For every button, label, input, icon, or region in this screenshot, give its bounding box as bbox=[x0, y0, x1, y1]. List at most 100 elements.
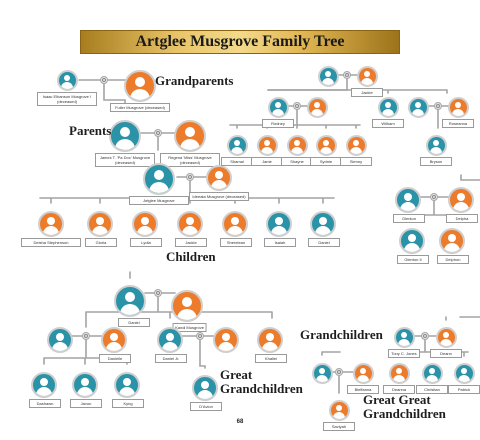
person-r-hus bbox=[404, 97, 432, 118]
person-delphon: Delphon bbox=[435, 228, 469, 264]
person-isaiah: Isaiah bbox=[262, 211, 296, 247]
male-person-icon bbox=[407, 97, 429, 118]
male-person-icon bbox=[226, 135, 248, 156]
person-name-label: Christian bbox=[416, 385, 448, 394]
male-person-icon bbox=[31, 372, 57, 398]
marriage-ring-icon bbox=[196, 332, 204, 340]
person-name-label: Kyng bbox=[112, 399, 144, 408]
person-r-jackie: Jackie bbox=[351, 66, 383, 97]
person-rodney: Rodney bbox=[262, 97, 294, 128]
person-name-label: Regena 'Miss' Musgrove (deceased) bbox=[160, 153, 220, 167]
male-person-icon bbox=[395, 187, 421, 213]
person-gg-m: Tony C. Jones bbox=[388, 327, 420, 358]
male-person-icon bbox=[114, 285, 146, 317]
person-christian: Christian bbox=[416, 363, 448, 394]
person-javon: Javon bbox=[68, 372, 102, 408]
person-patrick: Patrick bbox=[448, 363, 480, 394]
female-person-icon bbox=[222, 211, 248, 237]
person-name-label: Rodney bbox=[262, 119, 294, 128]
person-danieljr: Daniel Jr. bbox=[153, 327, 187, 363]
male-person-icon bbox=[399, 228, 425, 254]
person-khaliel: Khaliel bbox=[253, 327, 287, 363]
marriage-ring-icon bbox=[154, 129, 162, 137]
person-dashawn: Dashawn bbox=[27, 372, 61, 408]
female-person-icon bbox=[315, 135, 337, 156]
male-person-icon bbox=[192, 375, 218, 401]
person-glentonii: Glenton II bbox=[395, 228, 429, 264]
person-gg-m2 bbox=[308, 363, 336, 384]
female-person-icon bbox=[388, 363, 410, 384]
female-person-icon bbox=[345, 135, 367, 156]
female-person-icon bbox=[448, 187, 474, 213]
heading-great-line1: Great bbox=[220, 367, 253, 382]
person-name-label: Glenton II bbox=[397, 255, 429, 264]
person-kyng: Kyng bbox=[110, 372, 144, 408]
marriage-ring-icon bbox=[343, 71, 351, 79]
person-name-label: Delpha bbox=[446, 214, 478, 223]
person-name-label: Saviyah bbox=[323, 422, 355, 431]
marriage-ring-icon bbox=[434, 102, 442, 110]
person-name-label: Sienny bbox=[340, 157, 372, 166]
person-name-label: Javon bbox=[70, 399, 102, 408]
person-shayne: Shayne bbox=[281, 135, 313, 166]
marriage-ring-icon bbox=[293, 102, 301, 110]
person-glenton: Glenton bbox=[391, 187, 425, 223]
marriage-ring-icon bbox=[100, 76, 108, 84]
male-person-icon bbox=[143, 163, 175, 195]
person-lydia: Lydia bbox=[128, 211, 162, 247]
female-person-icon bbox=[447, 97, 469, 118]
male-person-icon bbox=[114, 372, 140, 398]
person-name-label: Delphon bbox=[437, 255, 469, 264]
person-name-label: Patrick bbox=[448, 385, 480, 394]
person-gpa: Isaac Elbanson Musgrove I (deceased) bbox=[37, 70, 97, 106]
marriage-ring-icon bbox=[82, 332, 90, 340]
person-name-label: Artglee Musgrove bbox=[129, 196, 189, 205]
person-name-label: Deisha Stephenson bbox=[21, 238, 81, 247]
male-person-icon bbox=[317, 66, 339, 87]
female-person-icon bbox=[174, 120, 206, 152]
male-person-icon bbox=[453, 363, 475, 384]
person-name-label: Isaac Elbanson Musgrove I (deceased) bbox=[37, 92, 97, 106]
male-person-icon bbox=[393, 327, 415, 348]
person-name-label: D'Avion bbox=[190, 402, 222, 411]
person-name-label: Danielle bbox=[99, 354, 131, 363]
person-name-label: James T. 'Pa Doc' Musgrove (deceased) bbox=[95, 153, 155, 167]
person-danielle: Danielle bbox=[97, 327, 131, 363]
person-kandi: Kandi Musgrove bbox=[167, 290, 207, 332]
male-person-icon bbox=[109, 120, 141, 152]
heading-great-line2: Grandchildren bbox=[220, 381, 303, 396]
male-person-icon bbox=[310, 211, 336, 237]
female-person-icon bbox=[256, 135, 278, 156]
person-davion: D'Avion bbox=[188, 375, 222, 411]
person-name-label: Jamir bbox=[251, 157, 283, 166]
person-james: James T. 'Pa Doc' Musgrove (deceased) bbox=[95, 120, 155, 167]
person-dj-wife bbox=[209, 327, 243, 353]
person-wilham: Wilham bbox=[372, 97, 404, 128]
person-sydnie: Sydnie bbox=[310, 135, 342, 166]
page-title: Artglee Musgrove Family Tree bbox=[135, 33, 345, 50]
heading-grandchildren: Grandchildren bbox=[300, 327, 383, 342]
person-name-label: Daniel bbox=[118, 318, 150, 327]
person-name-label: Daniel Jr. bbox=[155, 354, 187, 363]
female-person-icon bbox=[124, 70, 156, 102]
female-person-icon bbox=[101, 327, 127, 353]
person-name-label: Glenton bbox=[393, 214, 425, 223]
person-jackie: Jackie bbox=[173, 211, 207, 247]
person-name-label: Dashawn bbox=[29, 399, 61, 408]
person-artglee: Artglee Musgrove bbox=[129, 163, 189, 205]
person-name-label: Fuller Musgrove (deceased) bbox=[110, 103, 170, 112]
female-person-icon bbox=[38, 211, 64, 237]
person-name-label: Deanna bbox=[383, 385, 415, 394]
heading-greatgreat-line1: Great Great bbox=[363, 392, 431, 407]
person-deisha: Deisha Stephenson bbox=[21, 211, 81, 247]
female-person-icon bbox=[213, 327, 239, 353]
female-person-icon bbox=[87, 211, 113, 237]
marriage-ring-icon bbox=[430, 193, 438, 201]
person-name-label: Sydnie bbox=[310, 157, 342, 166]
person-name-label: Khaliel bbox=[255, 354, 287, 363]
line-gg2-stem bbox=[321, 351, 341, 356]
female-person-icon bbox=[328, 400, 350, 421]
person-shamal: Shamal bbox=[221, 135, 253, 166]
female-person-icon bbox=[306, 97, 328, 118]
person-name-label: Bryson bbox=[420, 157, 452, 166]
